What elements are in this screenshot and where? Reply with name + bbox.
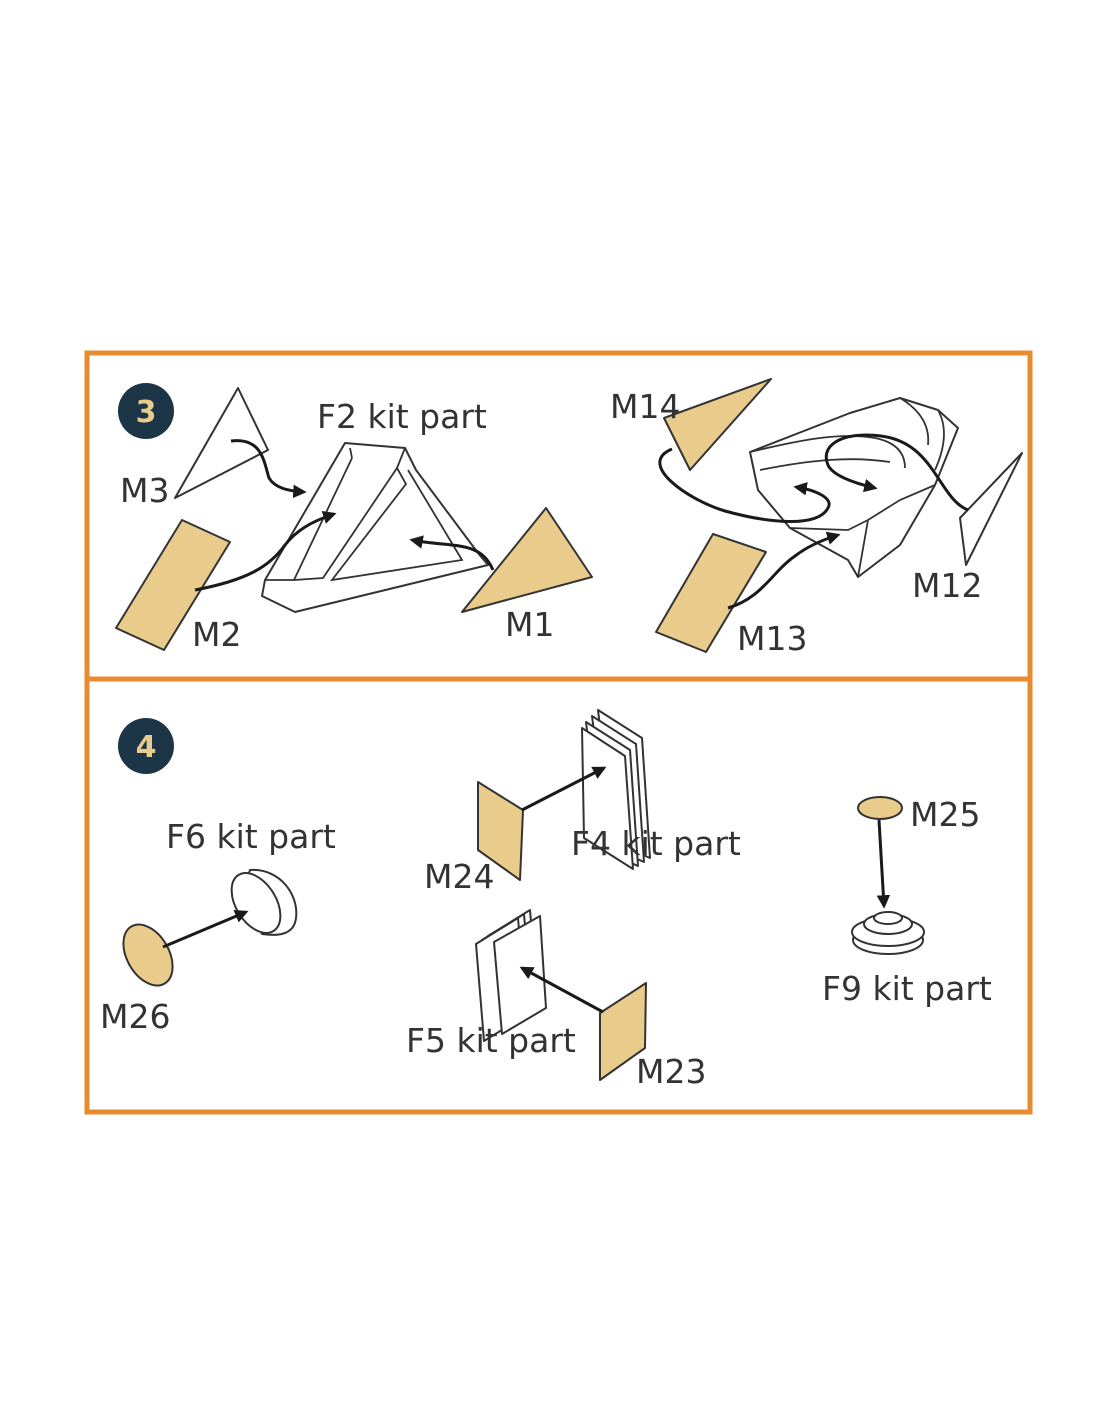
label-m1: M1	[505, 605, 554, 644]
mask-m3	[174, 387, 269, 499]
label-m13: M13	[737, 619, 807, 658]
kit-part-f2	[261, 442, 489, 613]
mask-m1	[461, 507, 593, 613]
kit-part-f2-side	[749, 397, 959, 578]
label-m3: M3	[120, 471, 169, 510]
step3-number: 3	[136, 395, 157, 430]
mask-m26	[122, 923, 174, 987]
mask-m24	[477, 781, 524, 881]
step4-number: 4	[136, 730, 157, 765]
label-f5-kit-part: F5 kit part	[406, 1021, 576, 1060]
mask-m2	[115, 519, 231, 651]
label-f2-kit-part: F2 kit part	[317, 397, 487, 436]
arrow-m26	[162, 909, 249, 949]
step4-badge: 4	[118, 718, 174, 774]
arrow-m1	[409, 535, 495, 571]
mask-m12	[959, 452, 1023, 566]
kit-part-f4	[581, 709, 651, 870]
label-m25: M25	[910, 795, 980, 834]
label-m12: M12	[912, 566, 982, 605]
label-m23: M23	[636, 1052, 706, 1091]
step4-frame	[84, 676, 1033, 1115]
arrow-m14	[658, 447, 831, 523]
arrow-m2	[194, 511, 337, 592]
mask-m25	[857, 796, 903, 820]
arrow-m3	[230, 439, 307, 499]
label-m2: M2	[192, 615, 241, 654]
label-f4-kit-part: F4 kit part	[571, 824, 741, 863]
mask-m23	[599, 982, 647, 1081]
step3-badge: 3	[118, 383, 174, 439]
kit-part-f6	[230, 868, 298, 936]
mask-m14	[663, 378, 772, 471]
label-m26: M26	[100, 997, 170, 1036]
mask-m13	[655, 533, 767, 653]
arrow-m24	[521, 766, 607, 812]
arrow-m13	[727, 531, 841, 610]
arrow-m12	[824, 433, 969, 512]
label-m24: M24	[424, 857, 494, 896]
arrow-m25	[876, 819, 891, 909]
label-f9-kit-part: F9 kit part	[822, 969, 992, 1008]
arrow-m23	[519, 966, 604, 1014]
label-f6-kit-part: F6 kit part	[166, 817, 336, 856]
label-m14: M14	[610, 387, 680, 426]
kit-part-f9	[851, 911, 925, 955]
